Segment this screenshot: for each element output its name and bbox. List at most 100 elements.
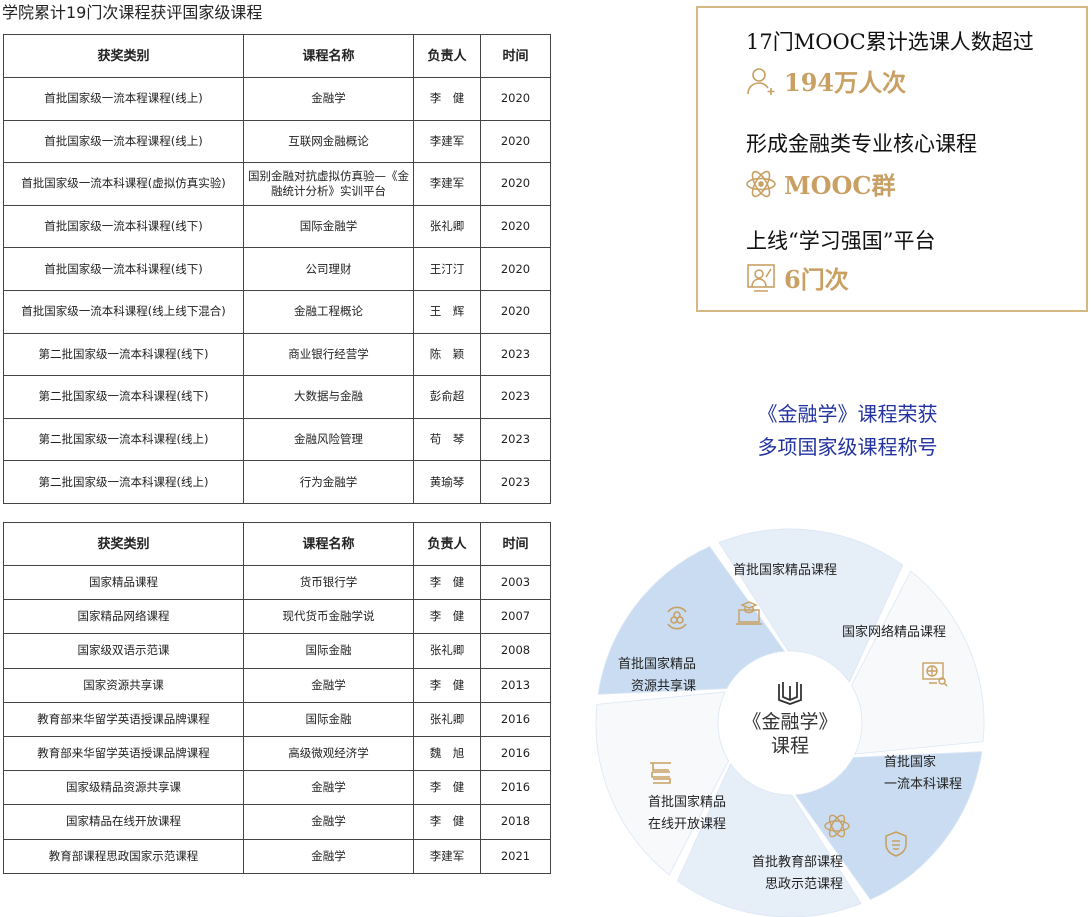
- stat-value: MOOC群: [746, 166, 895, 201]
- resource-share-icon: [667, 606, 687, 630]
- stat-value-text: MOOC群: [784, 171, 896, 200]
- honor-heading: 《金融学》课程荣获 多项国家级课程称号: [735, 398, 960, 464]
- wheel-segment: [676, 762, 862, 917]
- table-cell: 张礼卿: [413, 633, 481, 669]
- table-cell: 王 辉: [413, 289, 481, 334]
- wheel-segment: [794, 751, 983, 901]
- table-cell: 2020: [480, 162, 551, 206]
- honor-line: 《金融学》课程荣获: [757, 402, 938, 426]
- table-cell: 国家精品在线开放课程: [3, 804, 244, 840]
- user-plus-icon: [747, 67, 775, 95]
- table-cell: 2021: [480, 838, 551, 874]
- table-cell: 第二批国家级一流本科课程(线下): [3, 332, 244, 377]
- table-cell: 首批国家级一流本科课程(线下): [3, 247, 244, 291]
- open-book-icon: [778, 682, 802, 705]
- table-cell: 2023: [480, 417, 551, 462]
- center-line: 课程: [770, 735, 809, 757]
- column-header: 获奖类别: [3, 34, 244, 78]
- table-cell: 李 健: [413, 77, 481, 121]
- wheel-segment: [850, 570, 985, 755]
- table-cell: 李 健: [413, 770, 481, 806]
- stat-value: 194万人次: [746, 63, 906, 98]
- wheel-segment: [718, 528, 904, 684]
- table-cell: 金融学: [243, 804, 414, 840]
- table-cell: 教育部来华留学英语授课品牌课程: [3, 701, 244, 737]
- table-cell: 大数据与金融: [243, 375, 414, 419]
- column-header: 课程名称: [243, 522, 414, 566]
- user-board-icon: [747, 263, 775, 292]
- atom-icon: [824, 814, 850, 838]
- column-header: 课程名称: [243, 34, 414, 78]
- table-cell: 首批国家级一流本科课程(线下): [3, 204, 244, 249]
- wheel-center-title: 《金融学》 课程: [730, 710, 850, 758]
- table-cell: 货币银行学: [243, 564, 414, 601]
- table-cell: 金融学: [243, 838, 414, 874]
- table-cell: 2020: [480, 119, 551, 164]
- table-cell: 教育部课程思政国家示范课程: [3, 838, 244, 874]
- table-cell: 首批国家级一流本程课程(线上): [3, 77, 244, 121]
- graduation-cap-icon: [736, 601, 762, 625]
- column-header: 负责人: [413, 34, 481, 78]
- table-cell: 公司理财: [243, 247, 414, 291]
- table-cell: 王汀汀: [413, 247, 481, 291]
- books-stack-icon: [650, 762, 671, 784]
- table-cell: 首批国家级一流本科课程(线上线下混合): [3, 289, 244, 334]
- segment-label: 首批教育部课程思政示范课程: [752, 855, 844, 892]
- segment-label: 首批国家一流本科课程: [884, 755, 963, 792]
- segment-label: 国家网络精品课程: [842, 625, 947, 640]
- segment-label: 首批国家精品资源共享课: [618, 657, 697, 694]
- segment-label: 首批国家精品课程: [733, 563, 838, 578]
- table-cell: 李建军: [413, 119, 481, 164]
- table-cell: 第二批国家级一流本科课程(线下): [3, 375, 244, 419]
- shield-badge-icon: [885, 831, 907, 857]
- stat-value-text: 194万人次: [784, 68, 907, 97]
- stat-value-text: 6门次: [784, 265, 849, 294]
- table-cell: 互联网金融概论: [243, 119, 414, 164]
- stat-line: 形成金融类专业核心课程: [746, 132, 977, 156]
- table-cell: 国家级精品资源共享课: [3, 770, 244, 806]
- table-cell: 苟 琴: [413, 417, 481, 462]
- table-cell: 2008: [480, 633, 551, 669]
- table-cell: 2016: [480, 701, 551, 737]
- table-cell: 国际金融: [243, 701, 414, 737]
- table-cell: 国家精品网络课程: [3, 599, 244, 635]
- table-cell: 金融学: [243, 667, 414, 703]
- segment-label: 首批国家精品在线开放课程: [648, 795, 727, 832]
- table-cell: 2016: [480, 770, 551, 806]
- table-cell: 李建军: [413, 162, 481, 206]
- table-cell: 2003: [480, 564, 551, 601]
- table-cell: 行为金融学: [243, 460, 414, 504]
- column-header: 时间: [480, 522, 551, 566]
- table-cell: 第二批国家级一流本科课程(线上): [3, 417, 244, 462]
- table-cell: 2007: [480, 599, 551, 635]
- table-cell: 2023: [480, 460, 551, 504]
- atom-icon: [746, 170, 776, 197]
- stat-line: 17门MOOC累计选课人数超过: [746, 30, 1034, 54]
- table-cell: 黄瑜琴: [413, 460, 481, 504]
- table-cell: 2020: [480, 289, 551, 334]
- table-cell: 国际金融学: [243, 204, 414, 249]
- table-cell: 李 健: [413, 599, 481, 635]
- table-cell: 彭俞超: [413, 375, 481, 419]
- stat-line: 上线“学习强国”平台: [746, 229, 936, 253]
- stats-box: 17门MOOC累计选课人数超过 194万人次 形成金融类专业核心课程 MOOC群…: [696, 6, 1088, 312]
- globe-search-icon: [922, 662, 948, 687]
- table-cell: 李 健: [413, 564, 481, 601]
- honor-line: 多项国家级课程称号: [757, 435, 938, 459]
- table-cell: 高级微观经济学: [243, 735, 414, 772]
- page-title: 学院累计19门次课程获评国家级课程: [2, 3, 263, 22]
- table-cell: 2016: [480, 735, 551, 772]
